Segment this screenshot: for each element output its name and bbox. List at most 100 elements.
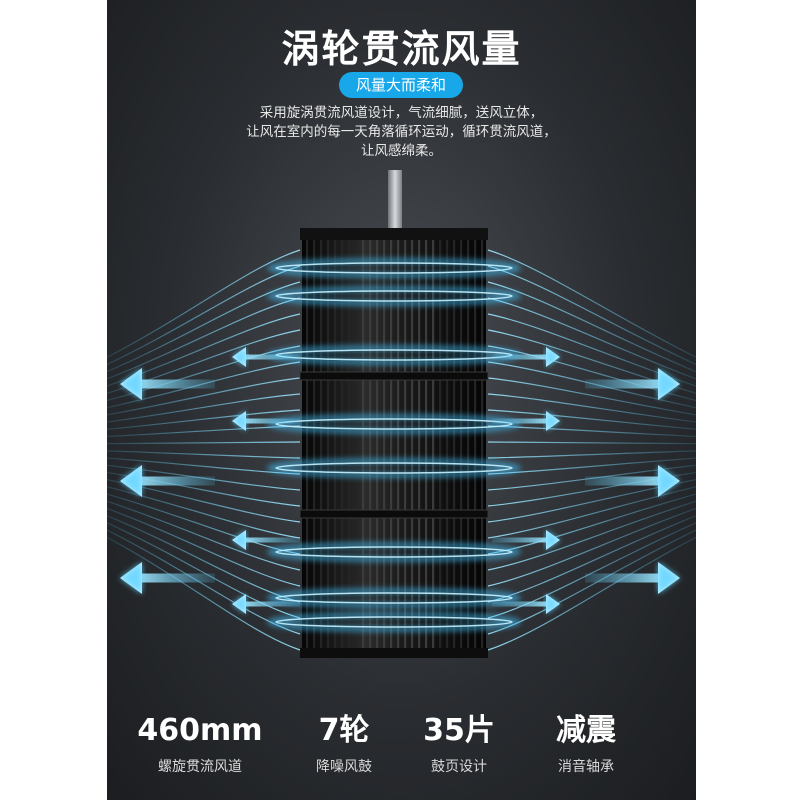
description: 采用旋涡贯流风道设计，气流细腻，送风立体， 让风在室内的每一天角落循环运动，循环…: [107, 104, 696, 161]
airflow-line: [106, 500, 301, 571]
stat-value: 460mm: [137, 713, 263, 748]
fan-blade: [341, 240, 344, 650]
arrow-right-icon: [585, 368, 680, 400]
glow-ring: [275, 616, 513, 628]
airflow-line: [487, 507, 697, 587]
fan-blade: [432, 240, 435, 650]
stat-label: 降噪风鼓: [316, 759, 372, 775]
airflow-line: [487, 409, 697, 430]
description-line: 采用旋涡贯流风道设计，气流细腻，送风立体，: [259, 105, 544, 121]
fan-blade: [404, 240, 407, 650]
arrow-glow: [120, 368, 142, 400]
glow-ring: [267, 414, 521, 434]
airflow-line: [487, 441, 697, 445]
arrow-glow: [232, 530, 246, 550]
stat-label: 鼓页设计: [431, 759, 487, 775]
fan-divider-ring: [299, 371, 489, 381]
arrow-left-icon: [120, 465, 215, 497]
arrow-shaft: [585, 379, 658, 389]
glow-ring: [267, 286, 521, 306]
airflow-line: [487, 464, 697, 491]
glow-ring: [267, 542, 521, 562]
fan-blade: [369, 240, 372, 650]
arrow-shaft: [142, 573, 215, 583]
fan-blade: [383, 240, 386, 650]
stat-item: 7轮 降噪风鼓: [264, 712, 424, 776]
stat-value: 7轮: [318, 713, 370, 748]
fan-blade: [306, 240, 309, 650]
airflow-line: [106, 377, 301, 416]
airflow-line: [487, 297, 697, 380]
fan-blade: [446, 240, 449, 650]
arrow-left-icon: [232, 411, 300, 431]
airflow-line: [487, 361, 697, 409]
airflow-line: [487, 393, 697, 423]
airflow-line: [106, 464, 301, 491]
subtitle-badge: 风量大而柔和: [339, 72, 463, 98]
arrow-shaft: [142, 476, 215, 486]
arrow-glow: [658, 465, 680, 497]
airflow-line: [487, 450, 697, 459]
fan-divider-ring: [299, 509, 489, 519]
arrow-shaft: [585, 476, 658, 486]
airflow-line: [106, 536, 301, 651]
arrow-left-icon: [120, 368, 215, 400]
airflow-line: [487, 522, 697, 619]
arrow-glow: [120, 465, 142, 497]
airflow-line: [106, 393, 301, 423]
arrow-shaft: [492, 537, 546, 543]
arrow-glow: [546, 530, 560, 550]
glow-ring: [275, 290, 513, 302]
arrow-glow: [546, 411, 560, 431]
arrow-glow: [232, 594, 246, 614]
fan-blade: [467, 240, 470, 650]
arrow-right-icon: [585, 465, 680, 497]
fan-blade: [481, 240, 484, 650]
fan-blade: [439, 240, 442, 650]
airflow-line: [487, 281, 697, 373]
fan-blade: [397, 240, 400, 650]
stat-label: 螺旋贯流风道: [158, 759, 242, 775]
arrow-left-icon: [232, 347, 300, 367]
airflow-line: [487, 536, 697, 651]
arrow-right-icon: [492, 594, 560, 614]
fan-blade: [355, 240, 358, 650]
airflow-line: [106, 281, 301, 373]
stat-value: 减震: [556, 713, 616, 748]
airflow-line: [106, 486, 301, 539]
fan-shaft: [388, 170, 402, 232]
fan-blade: [348, 240, 351, 650]
airflow-line: [106, 441, 301, 445]
arrow-left-icon: [232, 594, 300, 614]
fan-bottom-cap: [300, 648, 488, 658]
description-line: 让风感绵柔。: [361, 143, 442, 159]
airflow-arrows: [120, 347, 680, 614]
glow-ring: [267, 458, 521, 478]
airflow-line: [487, 493, 697, 555]
fan-blade: [376, 240, 379, 650]
arrow-glow: [658, 368, 680, 400]
arrow-glow: [546, 347, 560, 367]
airflow-line: [487, 249, 697, 358]
description-line: 让风在室内的每一天角落循环运动，循环贯流风道，: [246, 124, 557, 140]
arrow-shaft: [246, 418, 300, 424]
fan-blade: [474, 240, 477, 650]
page-title: 涡轮贯流风量: [281, 27, 522, 71]
glow-ring: [275, 462, 513, 474]
arrow-right-icon: [492, 530, 560, 550]
arrow-shaft: [246, 601, 300, 607]
airflow-line: [106, 522, 301, 619]
airflow-line: [106, 265, 301, 365]
glow-ring: [267, 588, 521, 608]
airflow-line: [106, 425, 301, 438]
fan-blade: [460, 240, 463, 650]
arrow-shaft: [492, 418, 546, 424]
fan-blade: [320, 240, 323, 650]
arrow-shaft: [246, 537, 300, 543]
arrow-right-icon: [492, 411, 560, 431]
arrow-shaft: [492, 601, 546, 607]
glow-ring: [275, 546, 513, 558]
airflow-line: [106, 409, 301, 430]
